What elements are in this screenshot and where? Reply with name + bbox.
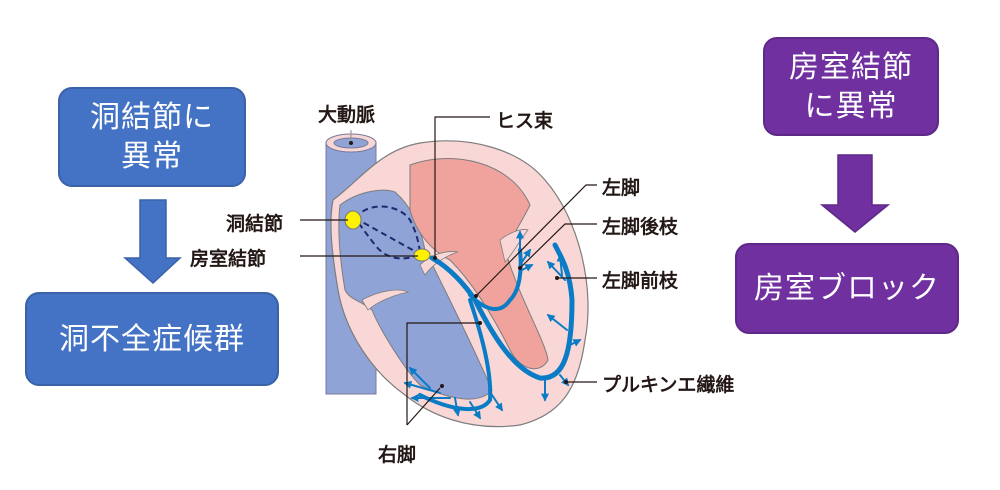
box-text-line: 洞結節に	[90, 100, 214, 135]
leader-lines	[300, 116, 597, 426]
right-atrium-ventricle	[338, 189, 493, 400]
label-purkinje-fibers: プルキンエ繊維	[602, 374, 735, 396]
box-text-line: に異常	[804, 88, 898, 124]
av-node	[413, 248, 431, 262]
label-right-bundle: 右脚	[378, 444, 417, 466]
label-aorta: 大動脈	[318, 104, 376, 126]
av-node-abnormal-box: 房室結節に異常	[763, 37, 939, 136]
label-sa-node: 洞結節	[226, 213, 284, 235]
label-left-bundle: 左脚	[602, 177, 641, 199]
sick-sinus-syndrome-box: 洞不全症候群	[25, 292, 279, 386]
box-text: 房室ブロック	[754, 271, 940, 306]
sa-node-abnormal-box: 洞結節に異常	[58, 87, 246, 187]
av-block-box: 房室ブロック	[735, 243, 959, 334]
atrial-pathway	[354, 205, 422, 260]
box-text: 洞不全症候群	[59, 321, 245, 357]
label-av-node: 房室結節	[190, 248, 267, 270]
box-text-line: 房室結節	[789, 49, 913, 85]
box-text-line: 異常	[121, 139, 183, 174]
label-his-bundle: ヒス束	[496, 110, 554, 132]
left-ventricle	[409, 158, 549, 370]
label-left-posterior-fascicle: 左脚後枝	[602, 216, 679, 238]
label-left-anterior-fascicle: 左脚前枝	[602, 270, 679, 292]
